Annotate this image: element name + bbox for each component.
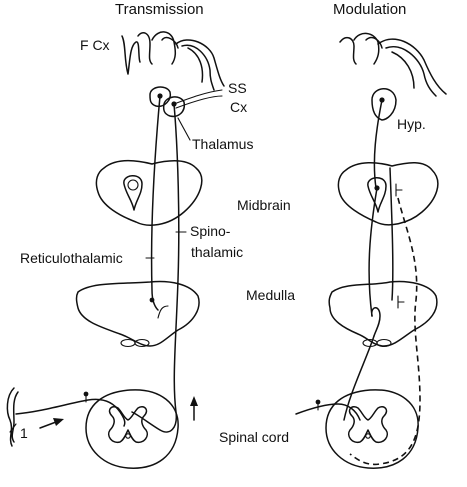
left-cortex-gyri (121, 31, 225, 91)
label-thalamic: thalamic (191, 244, 243, 260)
label-medulla: Medulla (246, 287, 295, 303)
right-spinal-central-canal (365, 433, 371, 439)
dashed-descending-pathway (349, 197, 421, 466)
descending-pathway-pag-to-medulla (368, 187, 378, 317)
spinothalamic-tract (131, 103, 180, 433)
right-drg-dot (315, 399, 321, 405)
title-modulation: Modulation (333, 1, 406, 18)
ascending-arrowhead (190, 396, 198, 406)
label-neuron-1: 1 (20, 425, 28, 441)
left-midbrain-pag-ring (127, 179, 139, 191)
right-medulla-outline (328, 280, 438, 347)
right-midbrain-aqueduct (367, 177, 387, 213)
primary-afferent-fiber (15, 398, 126, 427)
left-medulla-pyramid-a (120, 338, 136, 348)
label-spino: Spino- (190, 223, 231, 239)
left-spinal-gray-matter (108, 405, 148, 444)
left-spinal-central-canal (125, 433, 131, 439)
afferent-arrowhead (53, 418, 64, 426)
left-medulla-pyramid-b (134, 338, 150, 348)
descending-pathway-medulla-to-cord (343, 335, 375, 421)
left-ss-projection (173, 89, 223, 109)
right-cortex-gyri (339, 32, 447, 97)
right-medulla-synapse (397, 295, 405, 309)
right-spinal-gray-matter (348, 405, 388, 444)
right-midbrain-synapse (395, 183, 403, 197)
modulation-panel (295, 32, 447, 469)
left-midbrain-outline (95, 160, 203, 226)
label-midbrain: Midbrain (237, 197, 291, 213)
left-spinal-cord-outline (85, 389, 179, 469)
left-thalamus-nucleus-upper (149, 86, 172, 108)
right-medulla-pyramid-b (376, 338, 392, 348)
label-reticulothalamic: Reticulothalamic (20, 250, 123, 266)
transmission-panel (6, 31, 225, 469)
left-thalamus-nucleus-lower (162, 96, 186, 118)
left-skin-surface (6, 387, 19, 447)
ascending-tract-right (389, 167, 394, 301)
right-primary-afferent (295, 403, 361, 421)
left-reticular-dot (149, 297, 155, 303)
left-reticular-branch (157, 305, 169, 319)
right-midbrain-outline (337, 162, 439, 226)
descending-pathway-hyp-to-pag (373, 99, 383, 189)
left-drg-dot (83, 391, 89, 397)
reticulothalamic-tract (150, 95, 161, 311)
left-midbrain-aqueduct (123, 175, 143, 211)
right-hypothalamus (371, 88, 397, 121)
label-cx: Cx (230, 99, 247, 115)
label-spinal-cord: Spinal cord (219, 429, 289, 445)
label-frontal-cortex: F Cx (80, 37, 110, 53)
title-transmission: Transmission (115, 1, 204, 18)
neuron-1-label-line (9, 423, 17, 433)
right-spinal-cord-outline (325, 389, 419, 469)
left-medulla-outline (75, 280, 200, 347)
label-ss: SS (228, 80, 247, 96)
leader-thalamus (177, 117, 191, 141)
label-hypothalamus: Hyp. (397, 116, 426, 132)
right-medulla-raphe (371, 307, 381, 337)
afferent-arrow-shaft (39, 421, 57, 429)
label-thalamus: Thalamus (192, 136, 253, 152)
